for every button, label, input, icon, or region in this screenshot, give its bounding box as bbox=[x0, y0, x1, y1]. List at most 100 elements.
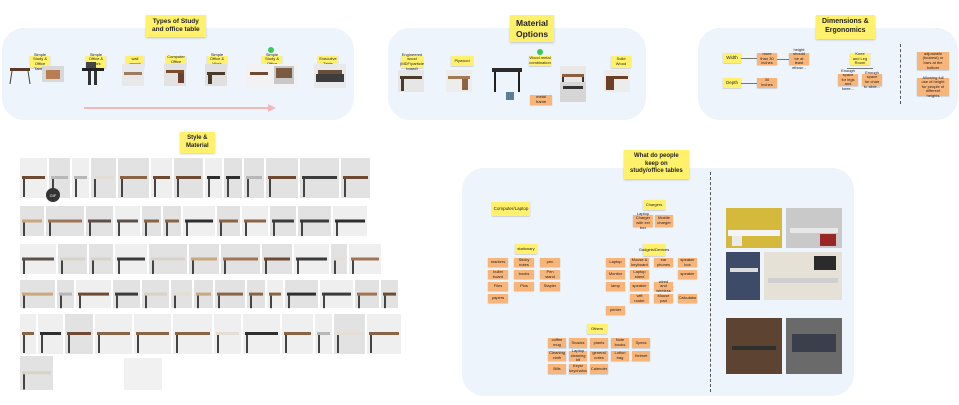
dim-depth-value: 30 inches bbox=[757, 78, 777, 88]
sticky-note: Bills bbox=[548, 364, 566, 374]
dim-connector-2 bbox=[741, 83, 757, 84]
sticky-note: Monitor bbox=[606, 270, 625, 279]
sticky-note: Calculator bbox=[678, 294, 697, 303]
style-thumbnail bbox=[20, 314, 36, 354]
style-thumbnail bbox=[124, 358, 162, 390]
style-thumbnail bbox=[173, 314, 212, 354]
sticky-note: books bbox=[514, 270, 534, 279]
dim-connector-1 bbox=[741, 58, 757, 59]
dimensions-title: Dimensions & Ergonomics bbox=[816, 15, 875, 39]
desk-sketch-3 bbox=[122, 64, 144, 86]
style-thumbnail bbox=[58, 244, 87, 274]
dimensions-panel bbox=[698, 28, 958, 120]
sticky-note: printer bbox=[606, 306, 625, 315]
sticky-note: Files bbox=[488, 282, 508, 291]
sticky-note: Cleaning cloth bbox=[548, 350, 566, 361]
style-thumbnail bbox=[244, 158, 264, 198]
desk-sketch-6 bbox=[246, 64, 298, 88]
sticky-note: Mouse pad bbox=[654, 293, 673, 303]
style-thumbnail bbox=[217, 206, 240, 236]
style-thumbnail bbox=[349, 244, 381, 274]
keep-charger-1: Laptop Charger with ext box bbox=[633, 211, 653, 229]
sticky-note: wired and wireless bbox=[654, 279, 673, 293]
dim-width: Width bbox=[723, 53, 741, 63]
style-thumbnail bbox=[355, 280, 379, 309]
keep-gadgets: Gadgets/Devices bbox=[639, 244, 669, 256]
sticky-note: coffee mug bbox=[548, 338, 566, 348]
style-thumbnail bbox=[266, 158, 298, 198]
style-thumbnail bbox=[183, 206, 215, 236]
keep-desk-photos bbox=[726, 208, 842, 374]
dim-width-detail: height should be at least elbow... bbox=[789, 47, 809, 70]
style-thumbnail bbox=[20, 356, 53, 390]
style-thumbnail bbox=[214, 314, 241, 354]
types-active-dot bbox=[268, 47, 274, 53]
style-thumbnail bbox=[20, 158, 47, 198]
style-thumbnail bbox=[270, 206, 296, 236]
style-thumbnail bbox=[142, 280, 169, 309]
style-thumbnail bbox=[38, 314, 63, 354]
types-title: Types of Study and office table bbox=[146, 15, 206, 38]
dim-side-b: Allowing full use of height for people o… bbox=[917, 75, 949, 98]
style-thumbnail bbox=[243, 314, 280, 354]
material-note-3: Wood metal combination bbox=[529, 55, 551, 66]
dim-knee-a: Enough space for legs and knee... bbox=[838, 68, 858, 91]
style-thumbnail bbox=[91, 158, 116, 198]
style-thumbnail bbox=[86, 206, 113, 236]
sticky-note: Stapler bbox=[540, 282, 560, 291]
style-thumbnail bbox=[118, 158, 149, 198]
sticky-note: markers bbox=[488, 258, 508, 267]
sticky-note: papers bbox=[488, 294, 508, 303]
keep-stationary: stationary bbox=[515, 244, 537, 254]
material-note-2: Plywood bbox=[451, 56, 473, 66]
dim-connector-4 bbox=[847, 68, 873, 69]
keep-divider bbox=[710, 172, 711, 392]
sticky-note: Helmet bbox=[632, 351, 650, 361]
material-title: Material Options bbox=[510, 15, 555, 43]
style-thumbnail bbox=[331, 244, 347, 274]
sticky-note: speaker bbox=[630, 282, 649, 291]
style-thumbnail bbox=[65, 314, 93, 354]
sticky-note: Laptop bbox=[606, 258, 625, 267]
material-active-dot bbox=[537, 49, 543, 55]
types-progress-arrow bbox=[84, 104, 276, 112]
dim-side-a: adjustable (footrest) or bars at the bot… bbox=[917, 51, 949, 70]
sticky-note: general notes bbox=[590, 351, 608, 361]
sticky-note: wifi router bbox=[630, 293, 649, 303]
style-thumbnail bbox=[333, 206, 367, 236]
material-note-metal: metal frame bbox=[530, 95, 552, 105]
keep-computer: Computer/Laptop bbox=[492, 202, 530, 216]
sticky-note: Pins bbox=[514, 282, 534, 291]
style-thumbnail bbox=[72, 158, 89, 198]
style-thumbnail bbox=[20, 206, 44, 236]
sticky-note: pen bbox=[540, 258, 560, 267]
sticky-note: Laptop cleaning kit bbox=[569, 348, 587, 363]
material-images bbox=[398, 66, 630, 102]
style-thumbnail bbox=[224, 158, 242, 198]
dim-width-value: more than 30 inches bbox=[757, 51, 777, 65]
sticky-note: speaker bbox=[678, 270, 697, 279]
dim-divider bbox=[900, 44, 901, 104]
desk-sketch-4 bbox=[164, 64, 186, 86]
sticky-note: bullet board bbox=[488, 269, 508, 279]
keep-chargers: Chargers bbox=[643, 200, 665, 210]
desk-sketch-1 bbox=[9, 66, 64, 85]
sticky-note: Laptop stand bbox=[630, 269, 649, 279]
style-thumbnail bbox=[221, 244, 260, 274]
desk-sketch-7 bbox=[314, 64, 346, 88]
sticky-note: Specs bbox=[632, 338, 650, 348]
dim-knee: Knee and Leg Room bbox=[850, 51, 870, 65]
sticky-note: Snacks bbox=[569, 338, 587, 348]
style-thumbnail bbox=[381, 280, 398, 309]
sticky-note: plants bbox=[590, 338, 608, 348]
style-thumbnail bbox=[115, 244, 147, 274]
style-thumbnail bbox=[205, 158, 222, 198]
sticky-note: Calender bbox=[590, 364, 608, 374]
dim-depth: Depth bbox=[723, 78, 741, 88]
sticky-note: Note books bbox=[611, 338, 629, 348]
style-title: Style & Material bbox=[180, 132, 215, 153]
keep-charger-2: Mobile charger bbox=[655, 215, 673, 227]
style-thumbnail bbox=[89, 244, 113, 274]
sticky-note: lamp bbox=[606, 282, 625, 291]
sticky-note: Sticky notes bbox=[514, 257, 534, 267]
